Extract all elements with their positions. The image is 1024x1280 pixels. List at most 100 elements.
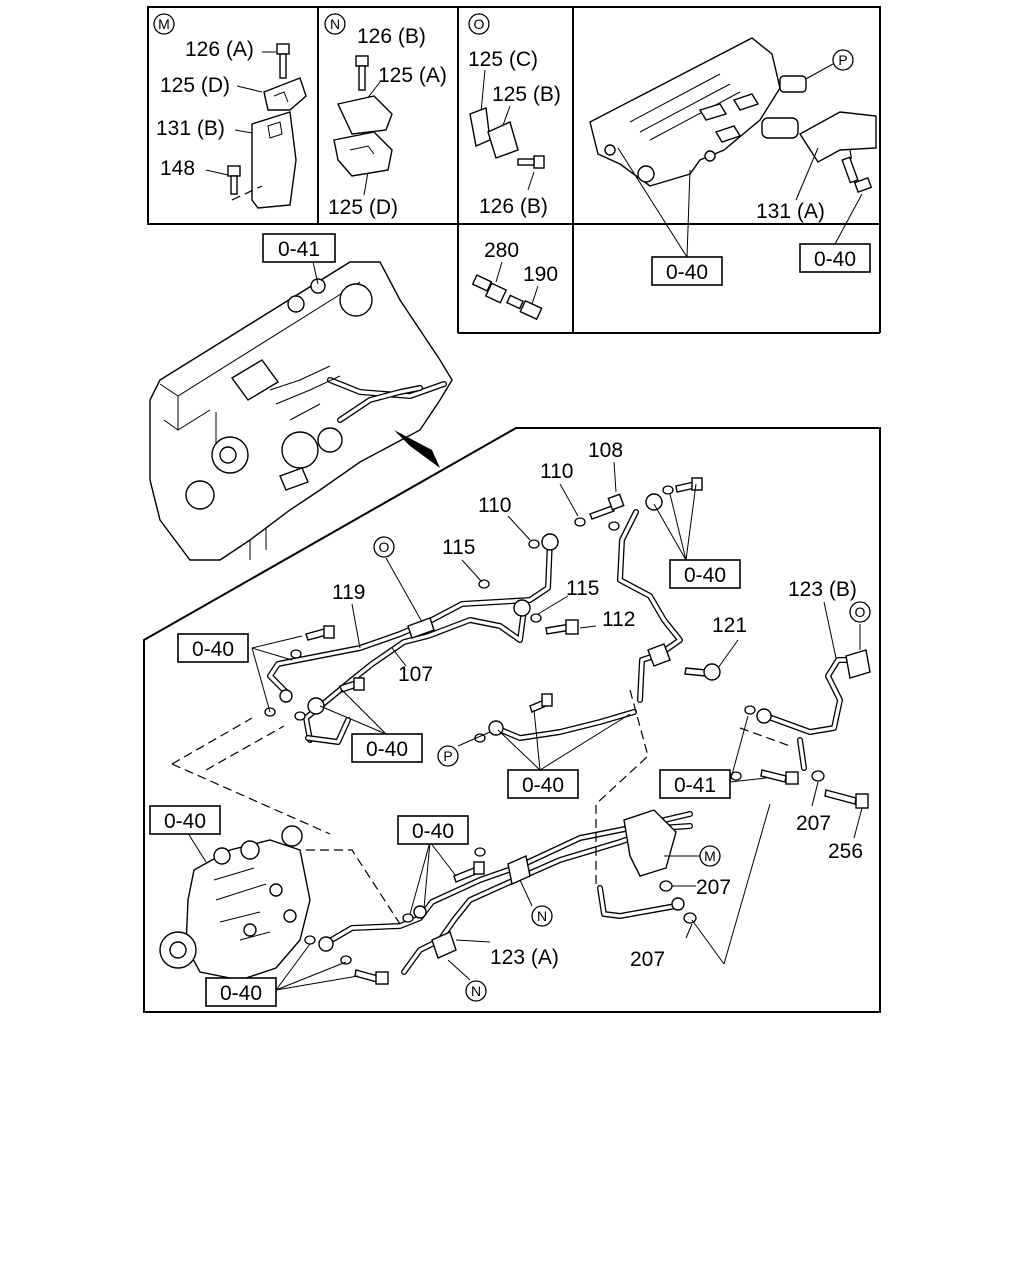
svg-text:O: O — [855, 604, 866, 620]
label-125b: 125 (B) — [492, 83, 561, 106]
clamp-icon — [336, 95, 393, 135]
ref-box-text: 0-40 — [366, 738, 408, 761]
label-110: 110 — [540, 460, 573, 483]
callout-o-marker — [849, 601, 871, 623]
ref-box-text: 0-40 — [684, 564, 726, 587]
label-108: 108 — [588, 439, 623, 462]
label-123a: 123 (A) — [490, 946, 559, 969]
ref-box-text: 0-40 — [814, 248, 856, 271]
label-115: 115 — [442, 536, 475, 559]
bracket-icon — [251, 111, 297, 209]
callout-p-marker — [437, 745, 459, 767]
marker-o-text: O — [474, 16, 485, 32]
reference-boxes: 0-40 0-40 0-40 0-40 0-40 0-40 0-40 0-41 — [149, 559, 741, 1007]
engine-block — [149, 261, 453, 561]
pipe-clamp — [507, 855, 531, 885]
callout-m-marker — [699, 845, 721, 867]
label-123b: 123 (B) — [788, 578, 857, 601]
injection-pump — [159, 825, 311, 981]
inset-p: P 131 (A) 0-40 0-40 — [589, 37, 877, 286]
label-131a: 131 (A) — [756, 200, 825, 223]
label-125c: 125 (C) — [468, 48, 538, 71]
svg-text:N: N — [537, 908, 547, 924]
ref-box-text: 0-40 — [522, 774, 564, 797]
bolt-icon — [276, 43, 290, 79]
dashed-guides — [171, 689, 791, 925]
fuel-rail-body — [589, 37, 781, 187]
bolt-icon — [517, 155, 545, 169]
label-112: 112 — [602, 608, 635, 631]
bolt-icon — [355, 55, 369, 91]
inset-n: N 126 (B) 125 (A) 125 (D) — [324, 13, 447, 219]
bracket-icon — [799, 111, 877, 163]
bolt-icon — [841, 156, 873, 193]
label-121: 121 — [712, 614, 747, 637]
engine-illustration — [149, 261, 453, 561]
label-148: 148 — [160, 157, 195, 180]
label-110: 110 — [478, 494, 511, 517]
main-view-frame — [143, 427, 881, 1013]
ref-box-0-40 — [397, 815, 469, 845]
callout-arrow — [394, 430, 440, 468]
eye-fitting — [756, 708, 772, 724]
clamp-icon — [487, 121, 519, 159]
ref-box-0-40 — [507, 769, 579, 799]
ref-box-text: 0-40 — [192, 638, 234, 661]
label-190: 190 — [523, 263, 558, 286]
ref-box-text: 0-40 — [164, 810, 206, 833]
eye-fitting — [279, 689, 293, 703]
sensor-icon — [506, 294, 543, 321]
part-number-labels: 108 110 110 115 115 119 107 112 121 123 … — [332, 439, 863, 971]
label-125d: 125 (D) — [160, 74, 230, 97]
fitting-icon — [471, 274, 508, 304]
ref-box-0-40 — [177, 633, 249, 663]
label-126a: 126 (A) — [185, 38, 254, 61]
top-inset-frame — [147, 6, 881, 225]
label-125a: 125 (A) — [378, 64, 447, 87]
eye-fitting — [513, 599, 531, 617]
pipe-clamp — [407, 617, 435, 639]
pipe-clamp — [431, 931, 457, 959]
inset-frame-group — [147, 6, 881, 334]
label-115: 115 — [566, 577, 599, 600]
svg-text:P: P — [443, 748, 452, 764]
bracket-icon — [623, 809, 677, 877]
marker-n-text: N — [330, 16, 340, 32]
marker-m-text: M — [158, 16, 170, 32]
leader-lines — [185, 461, 863, 991]
label-126b: 126 (B) — [357, 25, 426, 48]
eye-fitting — [645, 493, 663, 511]
ref-box-0-40 — [651, 256, 723, 286]
label-107: 107 — [398, 663, 433, 686]
inset-sensor: 280 190 — [471, 239, 558, 321]
ref-box-text: 0-40 — [412, 820, 454, 843]
sensor-icon — [761, 117, 799, 139]
label-126b-o: 126 (B) — [479, 195, 548, 218]
marker-p-text: P — [838, 52, 847, 68]
ref-box-text: 0-41 — [278, 238, 320, 261]
bolts — [305, 477, 869, 985]
label-125d-n: 125 (D) — [328, 196, 398, 219]
svg-text:M: M — [704, 848, 716, 864]
svg-text:N: N — [471, 983, 481, 999]
callout-n-marker — [324, 13, 346, 35]
label-131b: 131 (B) — [156, 117, 225, 140]
svg-text:O: O — [379, 539, 390, 555]
pipe-clamp — [845, 649, 871, 679]
eye-fitting — [413, 905, 427, 919]
eye-fitting — [671, 897, 685, 911]
label-256: 256 — [828, 840, 863, 863]
clamp-icon — [333, 131, 393, 177]
ref-box-0-41 — [659, 769, 731, 799]
ref-box-0-40 — [669, 559, 741, 589]
ref-box-text: 0-41 — [674, 774, 716, 797]
eye-fitting — [307, 697, 325, 715]
label-119: 119 — [332, 581, 365, 604]
inset-o: O 125 (C) 125 (B) 126 (B) — [468, 13, 561, 218]
pipe-clamp — [647, 643, 671, 667]
callout-n-marker — [465, 980, 487, 1002]
ref-box-text: 0-40 — [666, 261, 708, 284]
label-207: 207 — [796, 812, 831, 835]
ref-box-text: 0-40 — [220, 982, 262, 1005]
